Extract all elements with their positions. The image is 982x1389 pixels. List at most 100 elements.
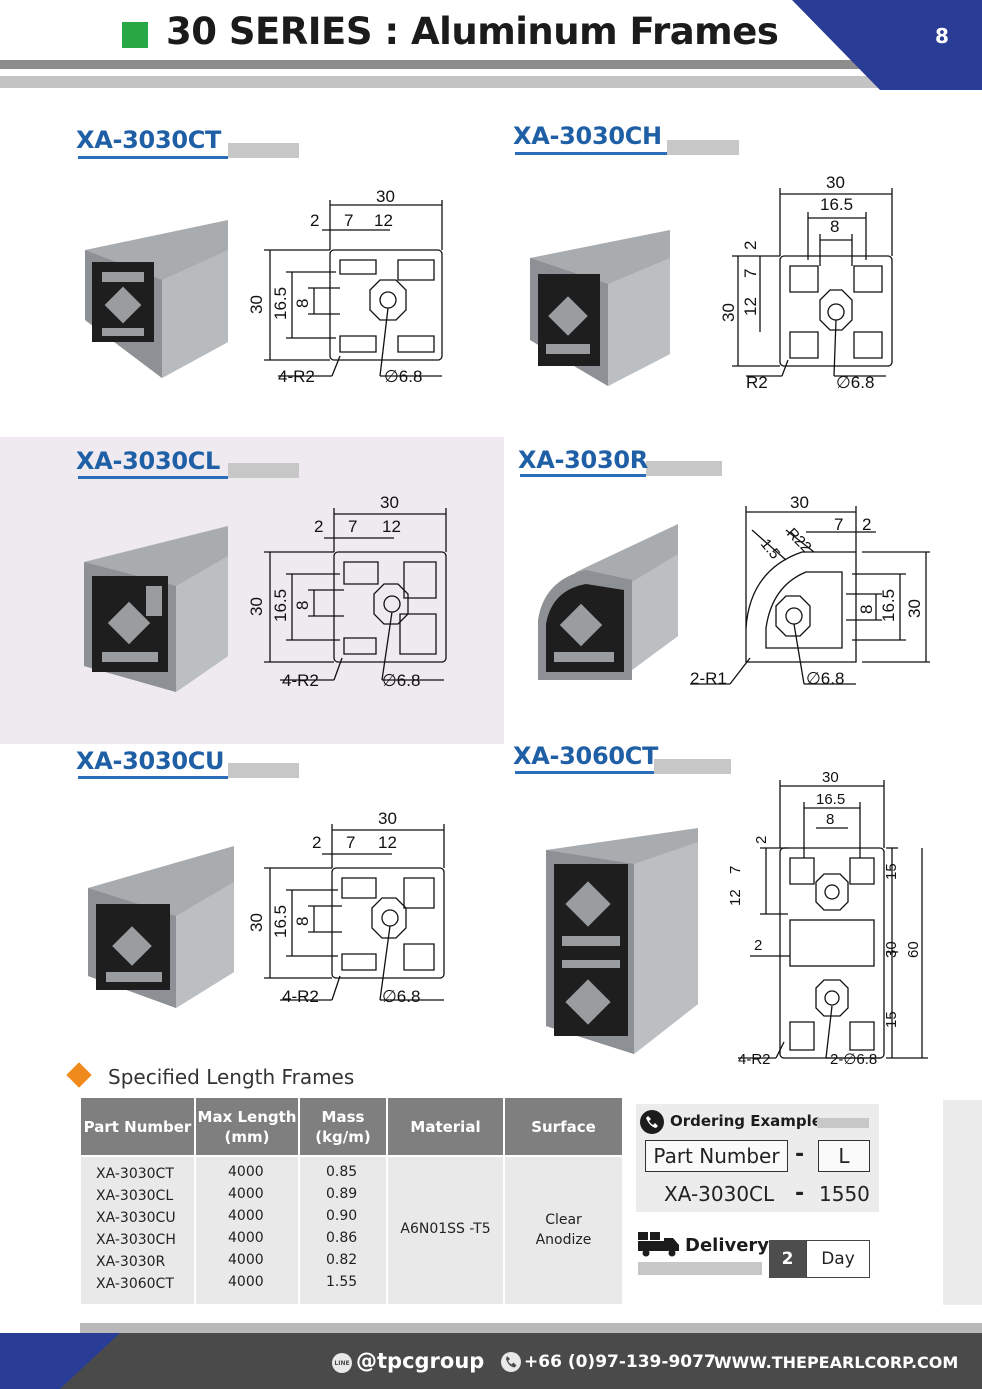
dim-7: 7 [344, 211, 353, 230]
profile-drawing: 30 16.5 8 2 7 12 30 R2 ∅6.8 [719, 173, 893, 392]
profile-title: XA-3030CL [76, 447, 221, 475]
dim-radius: 4-R2 [738, 1051, 771, 1068]
footer-bar [0, 1333, 982, 1389]
dim-height-8: 8 [293, 917, 312, 926]
dim-v12: 12 [727, 889, 744, 906]
profile-photo [85, 220, 228, 378]
material-value: A6N01SS -T5 [400, 1221, 491, 1237]
profile-photo [546, 828, 698, 1054]
profile-title: XA-3030CT [76, 126, 222, 154]
table-row-part: XA-3030CH [96, 1232, 176, 1248]
ordering-example-part: XA-3030CL [664, 1182, 775, 1206]
col-header-surface: Surface [505, 1098, 622, 1155]
title-underline [515, 152, 667, 155]
title-underline [520, 474, 646, 477]
profile-photo [88, 846, 234, 1008]
page-number: 8 [935, 24, 949, 48]
delivery-title: Delivery [685, 1235, 770, 1256]
dim-height-30: 30 [247, 913, 266, 932]
col-header-mass: Mass (kg/m) [300, 1098, 386, 1155]
dim-7: 7 [834, 515, 843, 534]
table-row-max-length: 4000 [228, 1164, 264, 1180]
ordering-dash: - [795, 1142, 805, 1167]
page-corner-tab [792, 0, 982, 90]
table-row-part: XA-3030CT [96, 1166, 174, 1182]
dim-v2: 2 [753, 836, 770, 844]
dim-hole: ∅6.8 [384, 367, 422, 386]
dim-2: 2 [314, 517, 323, 536]
dim-hole: ∅6.8 [806, 669, 844, 688]
col-header-material: Material [388, 1098, 503, 1155]
dim-height-30: 30 [247, 295, 266, 314]
dim-2: 2 [312, 833, 321, 852]
dim-height-30: 30 [247, 597, 266, 616]
col-header-max-length: Max Length (mm) [196, 1098, 298, 1155]
col-header-max-length-unit: (mm) [224, 1127, 270, 1146]
dim-height-16-5: 16.5 [271, 287, 290, 320]
dim-7: 7 [346, 833, 355, 852]
header-rule-dark [0, 60, 870, 69]
table-row-max-length: 4000 [228, 1230, 264, 1246]
dim-overall: 30 [376, 187, 395, 206]
table-row-part: XA-3030CL [96, 1188, 174, 1204]
profile-photo [84, 526, 228, 692]
dim-overall: 30 [790, 493, 809, 512]
col-surface [505, 1157, 622, 1304]
ordering-example-title: Ordering Example [670, 1112, 822, 1130]
profile-title: XA-3030CU [76, 747, 225, 775]
profile-title: XA-3030CH [513, 122, 662, 150]
dim-overall: 30 [378, 809, 397, 828]
title-bar [654, 759, 731, 774]
title-bar [646, 461, 722, 476]
col-header-part-number: Part Number [81, 1098, 194, 1155]
profile-photo [530, 230, 670, 386]
table-row-mass: 0.86 [326, 1230, 358, 1246]
col-header-part-number-label: Part Number [83, 1117, 192, 1136]
dim-v7: 7 [727, 866, 744, 874]
table-row-part: XA-3060CT [96, 1276, 174, 1292]
surface-value-line2: Anodize [535, 1232, 592, 1248]
phone-icon [640, 1110, 664, 1134]
table-row-mass: 0.82 [326, 1252, 358, 1268]
dim-height-16-5: 16.5 [271, 905, 290, 938]
footer-website-link[interactable]: WWW.THEPEARLCORP.COM [714, 1353, 959, 1372]
dim-height-30: 30 [719, 303, 738, 322]
title-bar [228, 143, 299, 158]
dim-height-15-top: 15 [883, 863, 900, 880]
col-header-mass-label: Mass [321, 1107, 365, 1126]
table-row-mass: 0.90 [326, 1208, 358, 1224]
footer-phone[interactable]: +66 (0)97-139-9077 [524, 1352, 716, 1372]
profile-drawing: 30 R22 1.5 7 2 8 16.5 30 2-R1 ∅6.8 [690, 493, 930, 688]
spec-section-title: Specified Length Frames [108, 1065, 355, 1089]
ordering-part-number-label: Part Number [645, 1140, 788, 1172]
header-rule-light [0, 76, 982, 88]
delivery-days-unit: Day [806, 1240, 870, 1278]
col-max-length [196, 1157, 298, 1304]
col-header-material-label: Material [410, 1117, 481, 1136]
footer-social-handle[interactable]: @tpcgroup [356, 1349, 485, 1373]
delivery-days-value: 2 [769, 1240, 806, 1278]
title-underline [78, 776, 228, 779]
title-underline [78, 156, 228, 159]
dim-height-16-5: 16.5 [271, 589, 290, 622]
profile-drawing: 30 2 7 12 30 16.5 8 4-R2 ∅6.8 [247, 493, 447, 690]
surface-value-line1: Clear [545, 1212, 582, 1228]
side-decoration-strip [943, 1100, 982, 1305]
profile-photo [538, 524, 678, 680]
dim-v7: 7 [741, 269, 760, 278]
ordering-length-label: L [818, 1140, 870, 1172]
dim-overall: 30 [380, 493, 399, 512]
dim-v12: 12 [741, 297, 760, 316]
dim-height-60: 60 [905, 941, 922, 958]
dim-1-5: 1.5 [757, 536, 783, 563]
dim-12: 12 [378, 833, 397, 852]
dim-hole: ∅6.8 [836, 373, 874, 392]
phone-icon [501, 1352, 521, 1372]
footer-rule-light [80, 1323, 982, 1333]
series-accent-square [122, 22, 148, 48]
dim-height-8: 8 [293, 299, 312, 308]
table-row-max-length: 4000 [228, 1186, 264, 1202]
col-part-number [81, 1157, 194, 1304]
dim-2: 2 [310, 211, 319, 230]
profile-title: XA-3060CT [513, 742, 659, 770]
